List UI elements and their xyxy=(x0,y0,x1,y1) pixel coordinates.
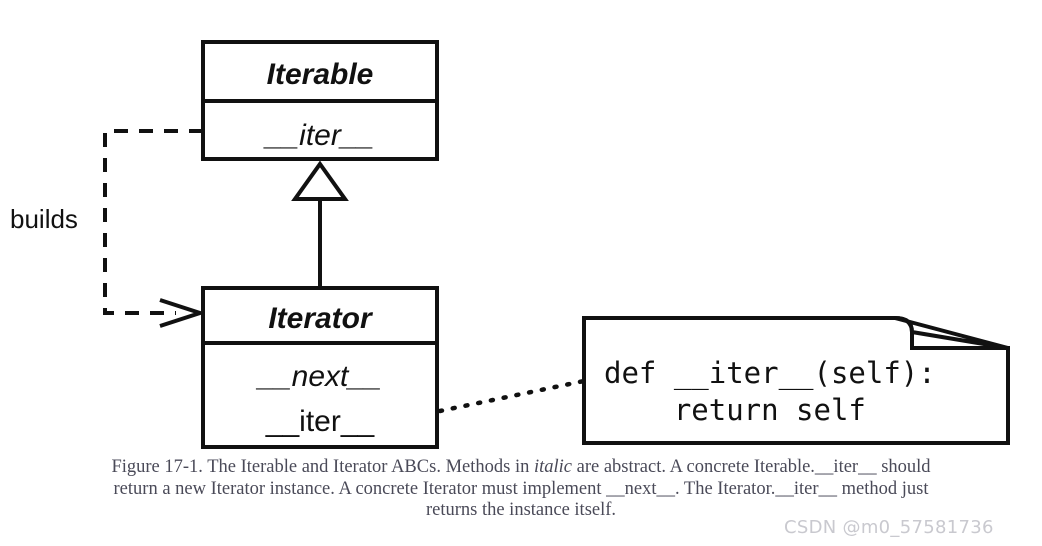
class-method-iterator-iter: __iter__ xyxy=(265,405,376,438)
class-method-iterator-next: __next__ xyxy=(255,360,381,393)
code-note[interactable]: def __iter__(self): return self xyxy=(582,316,1010,445)
code-note-line-1: def __iter__(self): xyxy=(604,356,936,391)
class-name-iterable: Iterable xyxy=(267,58,374,91)
class-box-iterator-rect xyxy=(201,286,439,449)
caption-line-3: returns the instance itself. xyxy=(425,500,617,520)
relation-generalization xyxy=(291,160,349,295)
caption-seg-1b-italic: italic xyxy=(533,457,572,477)
generalization-triangle-icon xyxy=(291,160,349,201)
caption-line-1: Figure 17-1. The Iterable and Iterator A… xyxy=(0,457,1042,479)
builds-dashed-path xyxy=(103,129,203,315)
caption-seg-1c: are abstract. A concrete Iterable.__iter… xyxy=(572,457,931,477)
uml-class-diagram: builds Iterable __iter__ Iterator __next… xyxy=(10,40,1010,449)
code-note-line-2: return self xyxy=(604,393,866,427)
figure-caption: Figure 17-1. The Iterable and Iterator A… xyxy=(0,457,1042,522)
code-note-fold-corner-icon xyxy=(894,316,1009,350)
class-box-iterable[interactable]: Iterable __iter__ xyxy=(201,40,439,161)
builds-label: builds xyxy=(10,204,78,234)
class-name-iterator: Iterator xyxy=(268,302,374,335)
note-anchor-dotted-line xyxy=(437,378,587,414)
caption-line-2: return a new Iterator instance. A concre… xyxy=(113,478,929,499)
class-box-iterator[interactable]: Iterator __next__ __iter__ xyxy=(201,286,439,449)
caption-seg-1a: Figure 17-1. The Iterable and Iterator A… xyxy=(111,457,534,477)
csdn-watermark: CSDN @m0_57581736 xyxy=(784,517,994,538)
relation-builds: builds xyxy=(10,129,207,328)
builds-arrowhead-icon xyxy=(159,298,207,328)
class-method-iterable-iter: __iter__ xyxy=(263,119,374,152)
